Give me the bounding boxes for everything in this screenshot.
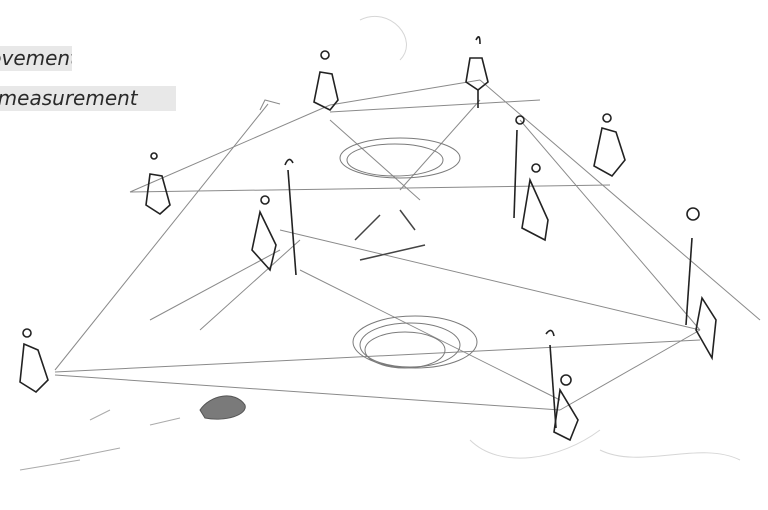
link-1 <box>55 104 268 370</box>
link-11 <box>560 330 700 410</box>
link-3 <box>55 375 560 410</box>
ground-strokes <box>20 410 180 470</box>
lower-scribble-1 <box>360 323 460 367</box>
link-10 <box>300 270 560 400</box>
lower-scribble-3 <box>353 316 477 368</box>
network-lines <box>55 80 760 410</box>
rock-shading <box>20 396 245 470</box>
smudge-bottom-right <box>470 430 600 458</box>
figure-1 <box>314 51 338 110</box>
caption-line-1: Movement <box>0 46 72 71</box>
tri-base <box>360 245 425 260</box>
figure-4 <box>252 159 296 275</box>
link-6 <box>330 80 480 105</box>
center-marks <box>355 210 425 260</box>
upper-scribble-2 <box>347 144 443 176</box>
circle-scribbles <box>340 138 477 368</box>
rock <box>200 396 245 419</box>
tri-right <box>400 210 415 230</box>
smudge-bottom-right-2 <box>600 450 740 460</box>
figure-2 <box>466 37 488 108</box>
tri-left <box>355 215 380 240</box>
link-4 <box>130 105 330 192</box>
link-8 <box>330 100 540 112</box>
link-2 <box>55 340 700 372</box>
figure-8 <box>20 329 48 392</box>
link-9 <box>280 230 700 330</box>
figure-5 <box>514 116 548 240</box>
figure-6 <box>594 114 625 176</box>
link-tick <box>260 100 280 110</box>
background-smudges <box>360 16 740 460</box>
caption-line-2: Vmeasurement <box>0 86 176 111</box>
smudge-top <box>360 16 406 60</box>
